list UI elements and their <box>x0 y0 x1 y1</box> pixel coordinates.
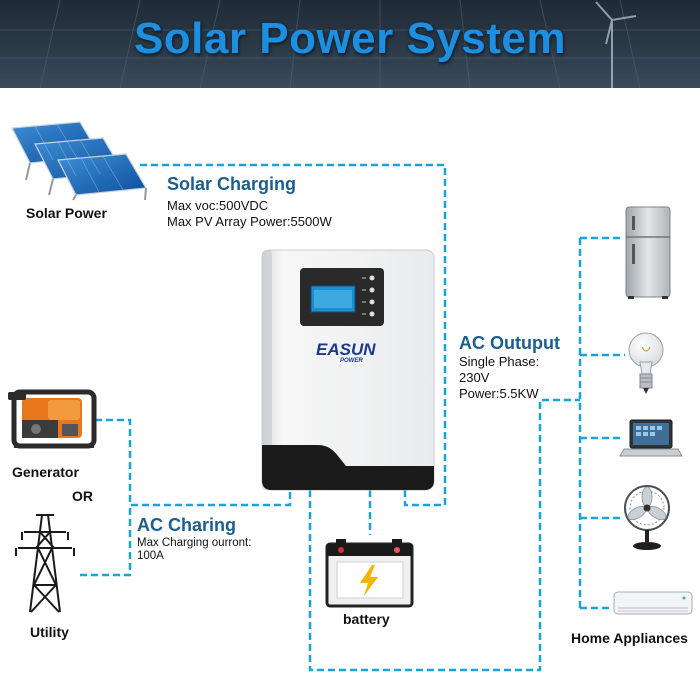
ac-output-spec-3: Power:5.5KW <box>459 386 539 401</box>
header-banner: Solar Power System <box>0 0 700 88</box>
solar-power-label: Solar Power <box>26 205 107 221</box>
fan-icon <box>624 485 670 550</box>
page-title: Solar Power System <box>133 14 567 63</box>
laptop-icon <box>619 419 683 457</box>
battery-label: battery <box>343 611 390 627</box>
solar-line <box>140 163 447 507</box>
utility-label: Utility <box>30 624 69 640</box>
brand-logo: EASUN <box>316 340 376 359</box>
lightning-icon <box>360 565 378 596</box>
header-background <box>0 0 700 88</box>
inverter-unit: EASUN POWER <box>261 249 435 491</box>
ac-charging-spec-1: Max Charging ourront: <box>137 537 252 549</box>
generator-label: Generator <box>12 464 79 480</box>
power-tower-icon <box>15 514 75 613</box>
refrigerator-icon <box>625 206 671 299</box>
light-bulb-icon <box>628 332 664 394</box>
connection-lines <box>80 163 625 672</box>
solar-charging-spec-1: Max voc:500VDC <box>167 198 269 213</box>
home-appliances-label: Home Appliances <box>571 630 688 646</box>
brand-logo-sub: POWER <box>340 358 363 364</box>
ac-output-line <box>308 398 580 672</box>
control-buttons <box>369 275 375 317</box>
utility-line <box>80 505 132 577</box>
ac-output-title: AC Outuput <box>459 333 560 353</box>
solar-charging-title: Solar Charging <box>167 174 297 194</box>
generator-icon <box>8 389 97 449</box>
solar-charging-spec-2: Max PV Array Power:5500W <box>167 214 332 229</box>
ac-output-spec-2: 230V <box>459 370 490 385</box>
air-conditioner-icon <box>613 591 693 615</box>
battery-icon <box>325 539 414 608</box>
ac-charging-title: AC Charing <box>137 515 236 535</box>
solar-panel-icon <box>11 121 147 201</box>
ac-charging-spec-2: 100A <box>137 550 164 562</box>
ac-output-spec-1: Single Phase: <box>459 354 540 369</box>
or-label: OR <box>72 488 93 504</box>
wind-turbine-icon <box>595 1 637 88</box>
generator-line <box>95 418 292 507</box>
